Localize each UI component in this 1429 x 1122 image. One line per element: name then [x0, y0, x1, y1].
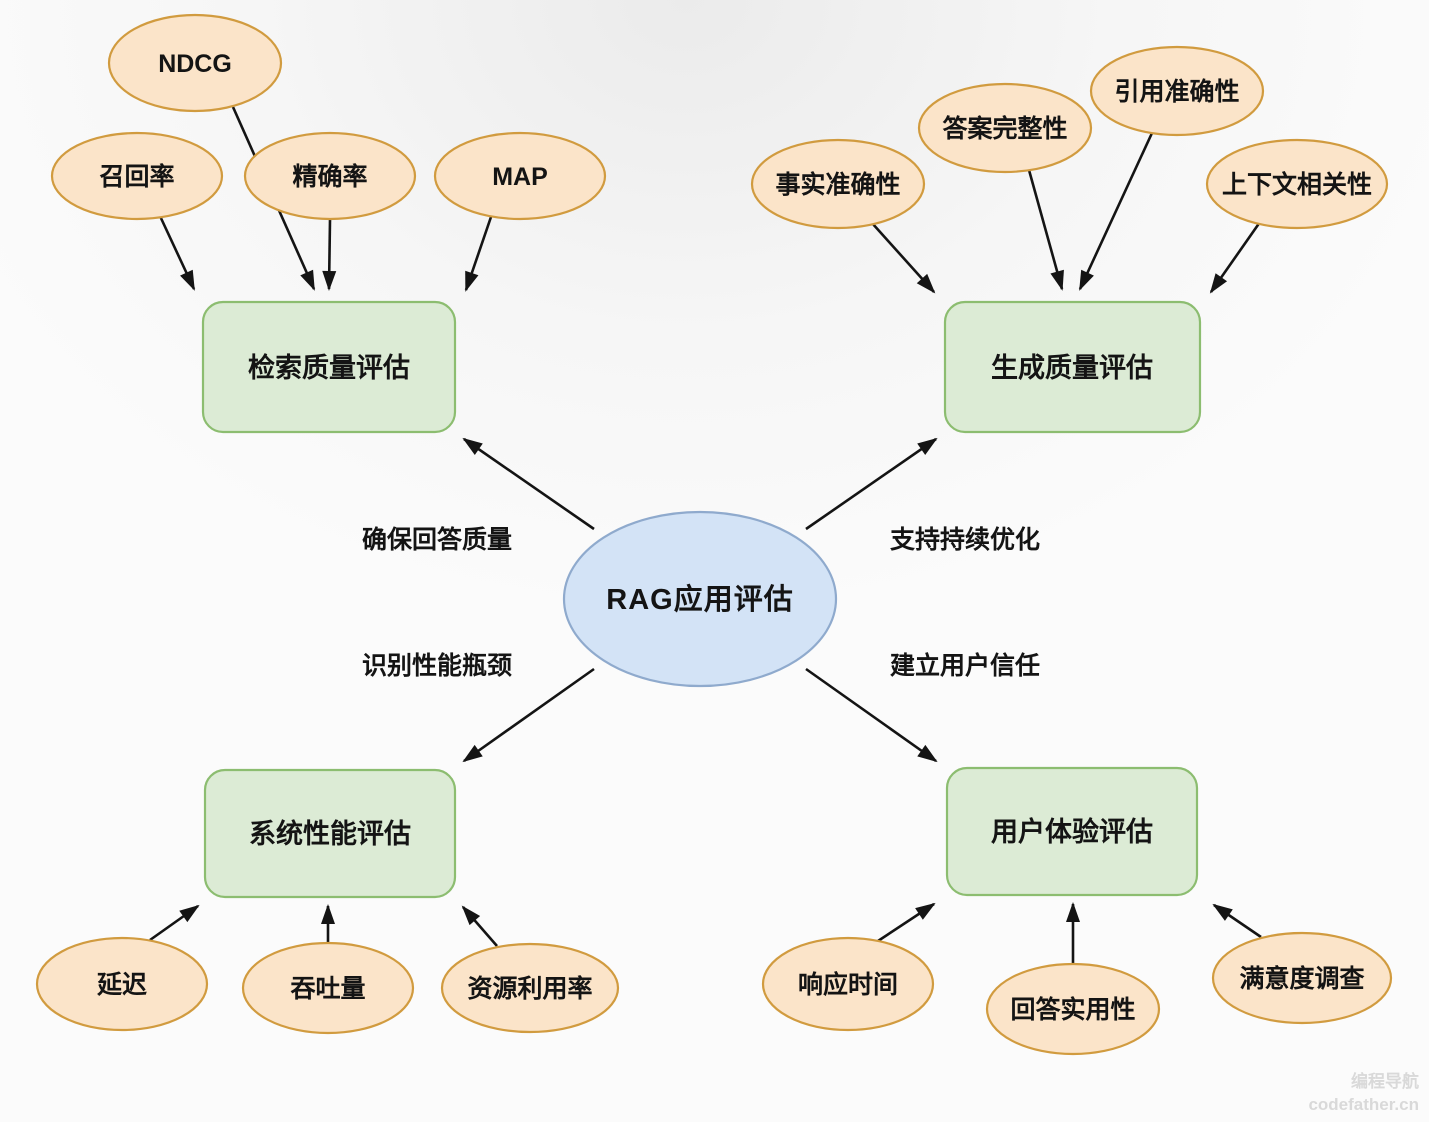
- metric-ellipse: [35, 936, 209, 1032]
- watermark: 编程导航 codefather.cn: [1308, 1071, 1419, 1114]
- metric-node-citation-accuracy: 引用准确性: [1089, 45, 1265, 137]
- center-ellipse: [562, 510, 838, 688]
- edge-center-retrieval: [462, 437, 595, 531]
- metric-label: 答案完整性: [942, 114, 1067, 143]
- metric-node-answer-completeness: 答案完整性: [917, 82, 1093, 174]
- edge-satisfaction-user: [1212, 903, 1262, 939]
- edge-recall-retrieval: [158, 215, 196, 291]
- metric-node-factual-accuracy: 事实准确性: [750, 138, 926, 230]
- metric-label: MAP: [492, 163, 548, 191]
- edge-precision-retrieval: [322, 219, 337, 291]
- metric-node-map: MAP: [433, 131, 607, 221]
- metric-label: 召回率: [99, 162, 174, 191]
- metric-ellipse: [50, 131, 224, 221]
- edge-label-user: 建立用户信任: [890, 651, 1040, 680]
- metric-ellipse: [241, 941, 415, 1035]
- edge-response-user: [877, 902, 936, 943]
- edge-latency-system: [149, 904, 200, 942]
- metric-label: 响应时间: [798, 970, 898, 999]
- metric-node-satisfaction-survey: 满意度调查: [1211, 931, 1393, 1025]
- watermark-line2: codefather.cn: [1308, 1095, 1419, 1114]
- metric-node-resource-utilization: 资源利用率: [440, 942, 620, 1034]
- category-label: 系统性能评估: [249, 818, 411, 849]
- category-box-system: 系统性能评估: [203, 768, 457, 899]
- edge-completeness-generation: [1027, 169, 1064, 291]
- edge-center-user: [805, 667, 938, 763]
- category-rect: [945, 766, 1199, 897]
- category-box-retrieval: 检索质量评估: [201, 300, 457, 434]
- edge-label-generation: 支持持续优化: [890, 525, 1040, 554]
- metric-ellipse: [243, 131, 417, 221]
- edges-generation-metrics: [871, 132, 1262, 294]
- metric-ellipse: [917, 82, 1093, 174]
- metric-label: 引用准确性: [1114, 77, 1239, 106]
- edge-resource-system: [461, 905, 498, 947]
- edge-label-retrieval: 确保回答质量: [362, 525, 512, 554]
- category-box-generation: 生成质量评估: [943, 300, 1202, 434]
- metric-ellipse: [985, 962, 1161, 1056]
- metric-node-ndcg: NDCG: [107, 13, 283, 113]
- metric-label: 满意度调查: [1239, 964, 1364, 993]
- edge-context-generation: [1209, 221, 1262, 294]
- metric-ellipse: [1089, 45, 1265, 137]
- metric-ellipse: [1211, 931, 1393, 1025]
- edge-factual-generation: [871, 222, 936, 294]
- metric-label: 回答实用性: [1010, 995, 1135, 1024]
- metric-label: 精确率: [292, 162, 367, 191]
- edge-map-retrieval: [464, 213, 494, 292]
- metric-label: NDCG: [158, 50, 232, 78]
- metric-ellipse: [750, 138, 926, 230]
- watermark-line1: 编程导航: [1351, 1071, 1419, 1091]
- metric-ellipse: [107, 13, 283, 113]
- metric-ellipse: [440, 942, 620, 1034]
- metric-ellipse: [1205, 138, 1389, 230]
- center-label: RAG应用评估: [606, 582, 793, 616]
- edge-citation-generation: [1078, 132, 1154, 291]
- metric-label: 事实准确性: [775, 170, 900, 199]
- edge-center-generation: [805, 437, 938, 531]
- metric-node-throughput: 吞吐量: [241, 941, 415, 1035]
- metric-label: 延迟: [96, 971, 147, 999]
- metric-label: 吞吐量: [290, 975, 365, 1003]
- metric-ellipse: [761, 936, 935, 1032]
- category-label: 生成质量评估: [991, 353, 1153, 383]
- edge-center-system: [462, 667, 595, 763]
- metric-node-context-relevance: 上下文相关性: [1205, 138, 1389, 230]
- category-rect: [201, 300, 457, 434]
- edges-system-metrics: [149, 904, 498, 947]
- metric-node-recall: 召回率: [50, 131, 224, 221]
- metric-node-latency: 延迟: [35, 936, 209, 1032]
- category-rect: [943, 300, 1202, 434]
- category-label: 检索质量评估: [248, 352, 410, 383]
- metric-label: 上下文相关性: [1222, 170, 1372, 199]
- metric-label: 资源利用率: [467, 974, 592, 1003]
- edges-user-metrics: [877, 902, 1262, 963]
- center-node: RAG应用评估: [562, 510, 838, 688]
- metric-node-answer-usefulness: 回答实用性: [985, 962, 1161, 1056]
- edge-label-system: 识别性能瓶颈: [362, 651, 512, 680]
- category-box-user: 用户体验评估: [945, 766, 1199, 897]
- category-label: 用户体验评估: [991, 816, 1153, 847]
- metric-node-precision: 精确率: [243, 131, 417, 221]
- edges-center: [462, 437, 938, 763]
- metric-ellipse: [433, 131, 607, 221]
- metric-node-response-time: 响应时间: [761, 936, 935, 1032]
- category-rect: [203, 768, 457, 899]
